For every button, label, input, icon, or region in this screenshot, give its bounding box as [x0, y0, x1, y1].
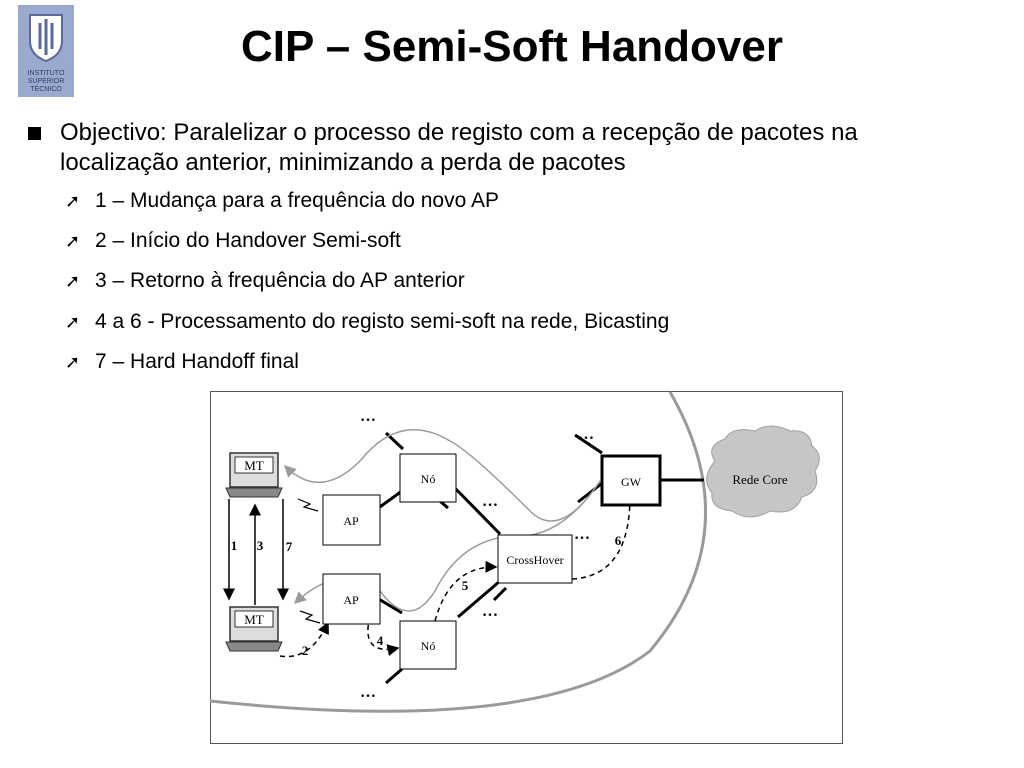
step-labels: 1 3 7 2 4 5 6	[231, 533, 622, 658]
step-text: 4 a 6 - Processamento do registo semi-so…	[95, 310, 670, 333]
label-4: 4	[377, 633, 384, 648]
square-bullet-icon	[28, 127, 41, 140]
handover-diagram: MT MT AP AP Nó Nó CrossHover GW Rede Cor…	[209, 391, 843, 744]
slide-title: CIP – Semi-Soft Handover	[241, 22, 783, 71]
wireless-link-icon	[297, 498, 319, 512]
ap-bottom-label: AP	[343, 593, 359, 607]
objective-text: Objectivo: Paralelizar o processo de reg…	[60, 119, 858, 176]
no-top-box: Nó	[399, 453, 457, 503]
mt-bottom-laptop: MT	[225, 606, 283, 652]
objective-bullet: Objectivo: Paralelizar o processo de reg…	[28, 118, 908, 178]
rede-core-label: Rede Core	[732, 472, 787, 487]
packet-flow-top	[283, 429, 601, 522]
crosshover-label: CrossHover	[506, 553, 563, 567]
logo-line-2: SUPERIOR	[28, 78, 65, 85]
ellipsis: …	[482, 493, 498, 510]
no-top-label: Nó	[421, 472, 436, 486]
label-7: 7	[286, 539, 293, 554]
signalling-arrows	[279, 494, 636, 658]
step-text: 1 – Mudança para a frequência do novo AP	[95, 189, 499, 212]
step-item: ➚ 7 – Hard Handoff final	[65, 349, 299, 375]
arrow-bullet-icon: ➚	[65, 312, 81, 332]
mt-top-label: MT	[244, 458, 264, 473]
label-2: 2	[302, 643, 309, 658]
ellipsis: …	[574, 526, 590, 543]
step-text: 3 – Retorno à frequência do AP anterior	[95, 269, 465, 292]
ist-logo: INSTITUTO SUPERIOR TÉCNICO	[18, 5, 74, 97]
arrow-bullet-icon: ➚	[65, 231, 81, 251]
step-item: ➚ 1 – Mudança para a frequência do novo A…	[65, 188, 499, 214]
label-3: 3	[257, 538, 264, 553]
rede-core-cloud: Rede Core	[706, 425, 820, 518]
label-6: 6	[615, 533, 622, 548]
label-1: 1	[231, 538, 238, 553]
mt-bottom-label: MT	[244, 612, 264, 627]
gw-box: GW	[600, 454, 662, 507]
ap-top-box: AP	[322, 494, 381, 546]
ellipsis-group: … … … … … …	[360, 408, 594, 701]
ellipsis: …	[360, 408, 376, 425]
gw-label: GW	[621, 475, 642, 489]
network-links	[376, 431, 704, 685]
step-item: ➚ 3 – Retorno à frequência do AP anterior	[65, 268, 465, 294]
arrow-bullet-icon: ➚	[65, 352, 81, 372]
ellipsis: …	[578, 426, 594, 443]
label-5: 5	[462, 578, 469, 593]
domain-boundary	[209, 391, 708, 713]
mt-top-laptop: MT	[225, 452, 283, 498]
step-text: 7 – Hard Handoff final	[95, 350, 299, 373]
ap-top-label: AP	[343, 514, 359, 528]
step-text: 2 – Início do Handover Semi-soft	[95, 229, 401, 252]
ellipsis: …	[360, 684, 376, 701]
logo-line-3: TÉCNICO	[30, 84, 62, 93]
ap-bottom-box: AP	[322, 573, 381, 625]
arrow-bullet-icon: ➚	[65, 271, 81, 291]
wireless-link-icon	[299, 610, 321, 624]
ellipsis: …	[482, 603, 498, 620]
step-item: ➚ 2 – Início do Handover Semi-soft	[65, 228, 401, 254]
no-bottom-label: Nó	[421, 639, 436, 653]
step-item: ➚ 4 a 6 - Processamento do registo semi-s…	[65, 309, 669, 335]
crosshover-box: CrossHover	[497, 534, 573, 584]
logo-line-1: INSTITUTO	[28, 70, 65, 77]
arrow-bullet-icon: ➚	[65, 191, 81, 211]
no-bottom-box: Nó	[399, 620, 457, 670]
